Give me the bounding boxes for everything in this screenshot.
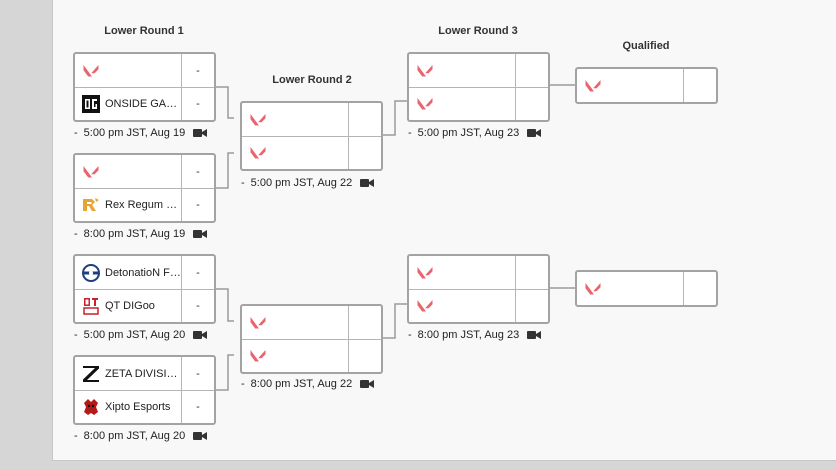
valorant-icon bbox=[248, 346, 268, 366]
team-score bbox=[348, 137, 381, 169]
team-slot[interactable] bbox=[242, 103, 381, 136]
match-lr1-3[interactable]: DetonatioN FocusMe- QT DIGoo- bbox=[73, 254, 216, 324]
valorant-icon bbox=[583, 279, 603, 299]
team-score bbox=[348, 103, 381, 136]
team-slot[interactable] bbox=[242, 339, 381, 372]
team-slot[interactable]: ZETA DIVISION- bbox=[75, 357, 214, 390]
valorant-icon bbox=[248, 110, 268, 130]
team-score bbox=[515, 88, 548, 120]
team-name: QT DIGoo bbox=[105, 300, 155, 312]
match-time: -5:00 pm JST, Aug 22 bbox=[241, 177, 375, 189]
video-camera-icon[interactable] bbox=[360, 379, 375, 389]
match-time: -8:00 pm JST, Aug 20 bbox=[74, 430, 208, 442]
team-score: - bbox=[181, 54, 214, 87]
team-score bbox=[683, 69, 716, 102]
valorant-icon bbox=[415, 61, 435, 81]
team-slot[interactable] bbox=[409, 54, 548, 87]
team-score bbox=[348, 340, 381, 372]
video-camera-icon[interactable] bbox=[193, 431, 208, 441]
xipto-esports-logo bbox=[81, 397, 101, 417]
team-score: - bbox=[181, 189, 214, 221]
round-title-lower-round-1: Lower Round 1 bbox=[104, 25, 184, 37]
team-slot[interactable] bbox=[409, 289, 548, 322]
match-lr1-4[interactable]: ZETA DIVISION- Xipto Esports- bbox=[73, 355, 216, 425]
match-lr2-1[interactable] bbox=[240, 101, 383, 171]
team-slot[interactable]: DetonatioN FocusMe- bbox=[75, 256, 214, 289]
match-time: -5:00 pm JST, Aug 20 bbox=[74, 329, 208, 341]
match-lr2-2[interactable] bbox=[240, 304, 383, 374]
team-score: - bbox=[181, 155, 214, 188]
valorant-icon bbox=[81, 61, 101, 81]
team-name: DetonatioN FocusMe bbox=[105, 266, 183, 279]
team-name: Xipto Esports bbox=[105, 401, 171, 413]
valorant-icon bbox=[81, 162, 101, 182]
team-score: - bbox=[181, 391, 214, 423]
match-lr3-1[interactable] bbox=[407, 52, 550, 122]
video-camera-icon[interactable] bbox=[193, 330, 208, 340]
video-camera-icon[interactable] bbox=[527, 128, 542, 138]
team-slot[interactable]: ONSIDE GAMING- bbox=[75, 87, 214, 120]
match-time: -8:00 pm JST, Aug 22 bbox=[241, 378, 375, 390]
team-name: ONSIDE GAMING bbox=[105, 98, 183, 110]
qualified-slot-1[interactable] bbox=[575, 67, 718, 104]
team-slot[interactable] bbox=[242, 306, 381, 339]
team-slot[interactable]: Xipto Esports- bbox=[75, 390, 214, 423]
team-score: - bbox=[181, 256, 214, 289]
team-slot[interactable] bbox=[242, 136, 381, 169]
team-score bbox=[683, 272, 716, 305]
onside-gaming-logo bbox=[81, 94, 101, 114]
team-slot[interactable]: QT DIGoo - bbox=[75, 289, 214, 322]
valorant-icon bbox=[248, 313, 268, 333]
team-name: Rex Regum Qeon bbox=[105, 199, 183, 211]
team-slot[interactable] bbox=[577, 69, 716, 102]
match-lr1-2[interactable]: - Rex Regum Qeon- bbox=[73, 153, 216, 223]
team-score: - bbox=[181, 88, 214, 120]
team-slot[interactable] bbox=[409, 87, 548, 120]
team-score bbox=[348, 306, 381, 339]
team-score: - bbox=[181, 357, 214, 390]
match-time: -5:00 pm JST, Aug 19 bbox=[74, 127, 208, 139]
match-time: -8:00 pm JST, Aug 23 bbox=[408, 329, 542, 341]
video-camera-icon[interactable] bbox=[360, 178, 375, 188]
team-slot[interactable]: - bbox=[75, 54, 214, 87]
video-camera-icon[interactable] bbox=[193, 128, 208, 138]
team-slot[interactable] bbox=[409, 256, 548, 289]
round-title-qualified: Qualified bbox=[622, 40, 670, 52]
match-lr1-1[interactable]: - ONSIDE GAMING- bbox=[73, 52, 216, 122]
match-time: -8:00 pm JST, Aug 19 bbox=[74, 228, 208, 240]
qt-digoo-logo bbox=[81, 296, 101, 316]
team-score bbox=[515, 290, 548, 322]
rex-regum-qeon-logo bbox=[81, 195, 101, 215]
valorant-icon bbox=[415, 263, 435, 283]
match-time: -5:00 pm JST, Aug 23 bbox=[408, 127, 542, 139]
valorant-icon bbox=[415, 296, 435, 316]
team-name: ZETA DIVISION bbox=[105, 367, 183, 380]
video-camera-icon[interactable] bbox=[193, 229, 208, 239]
qualified-slot-2[interactable] bbox=[575, 270, 718, 307]
valorant-icon bbox=[415, 94, 435, 114]
team-slot[interactable]: Rex Regum Qeon- bbox=[75, 188, 214, 221]
detonation-logo bbox=[81, 263, 101, 283]
video-camera-icon[interactable] bbox=[527, 330, 542, 340]
team-score bbox=[515, 54, 548, 87]
round-title-lower-round-3: Lower Round 3 bbox=[438, 25, 518, 37]
team-slot[interactable] bbox=[577, 272, 716, 305]
round-title-lower-round-2: Lower Round 2 bbox=[272, 74, 352, 86]
zeta-division-logo bbox=[81, 364, 101, 384]
team-score: - bbox=[181, 290, 214, 322]
team-slot[interactable]: - bbox=[75, 155, 214, 188]
valorant-icon bbox=[248, 143, 268, 163]
match-lr3-2[interactable] bbox=[407, 254, 550, 324]
team-score bbox=[515, 256, 548, 289]
valorant-icon bbox=[583, 76, 603, 96]
